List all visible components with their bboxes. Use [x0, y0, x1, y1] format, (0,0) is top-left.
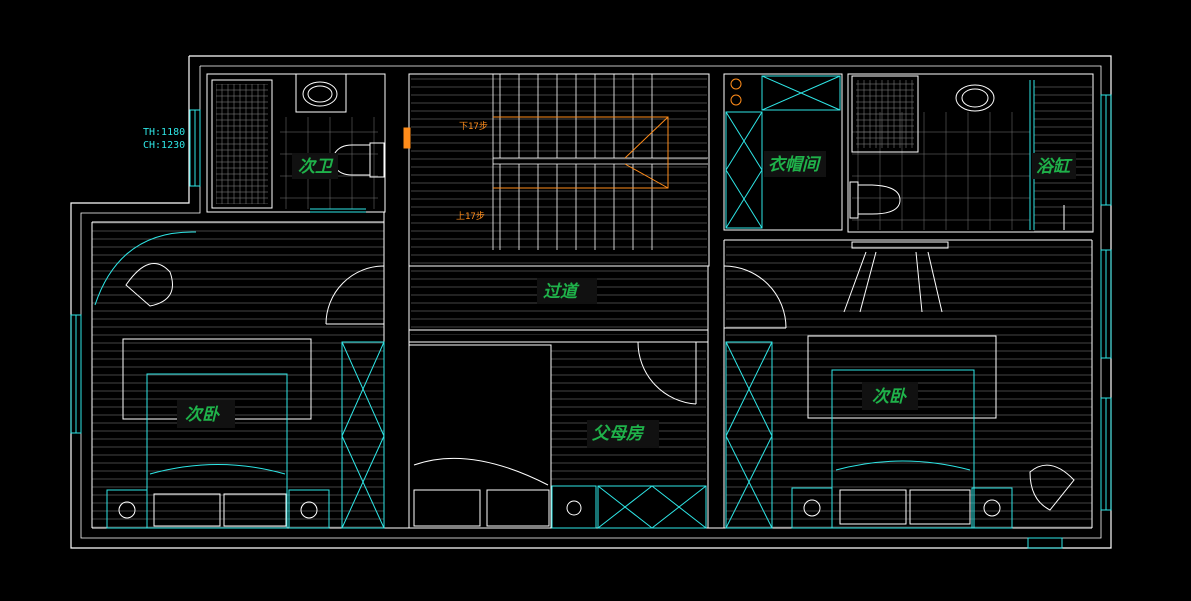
cabinet-height-note: CH:1230 — [143, 140, 185, 151]
label-bathtub-room: 浴缸 — [1036, 157, 1073, 177]
stair-down-note: 下17步 — [459, 121, 488, 132]
windows — [70, 94, 1112, 549]
outer-walls — [70, 55, 1112, 549]
stair-up-note: 上17步 — [456, 211, 485, 222]
label-parents-room: 父母房 — [592, 424, 645, 444]
bathroom-small-fixtures — [211, 73, 385, 213]
door-swings — [325, 265, 787, 405]
label-corridor: 过道 — [543, 282, 580, 302]
closet-fixtures — [725, 75, 841, 229]
bathtub-room-fixtures — [849, 75, 1065, 230]
staircase: 下17步 上17步 — [403, 74, 708, 250]
label-walk-in-closet: 衣帽间 — [768, 155, 822, 175]
bedroom-right-furniture — [725, 241, 1075, 529]
label-bedroom-left: 次卧 — [185, 405, 221, 425]
label-bedroom-right: 次卧 — [872, 387, 908, 407]
label-bathroom-small: 次卫 — [298, 157, 334, 177]
ceiling-height-note: TH:1180 — [143, 127, 185, 138]
room-labels: 次卫 衣帽间 浴缸 过道 次卧 父母房 次卧 — [177, 151, 1076, 448]
parents-room-furniture — [408, 344, 707, 529]
